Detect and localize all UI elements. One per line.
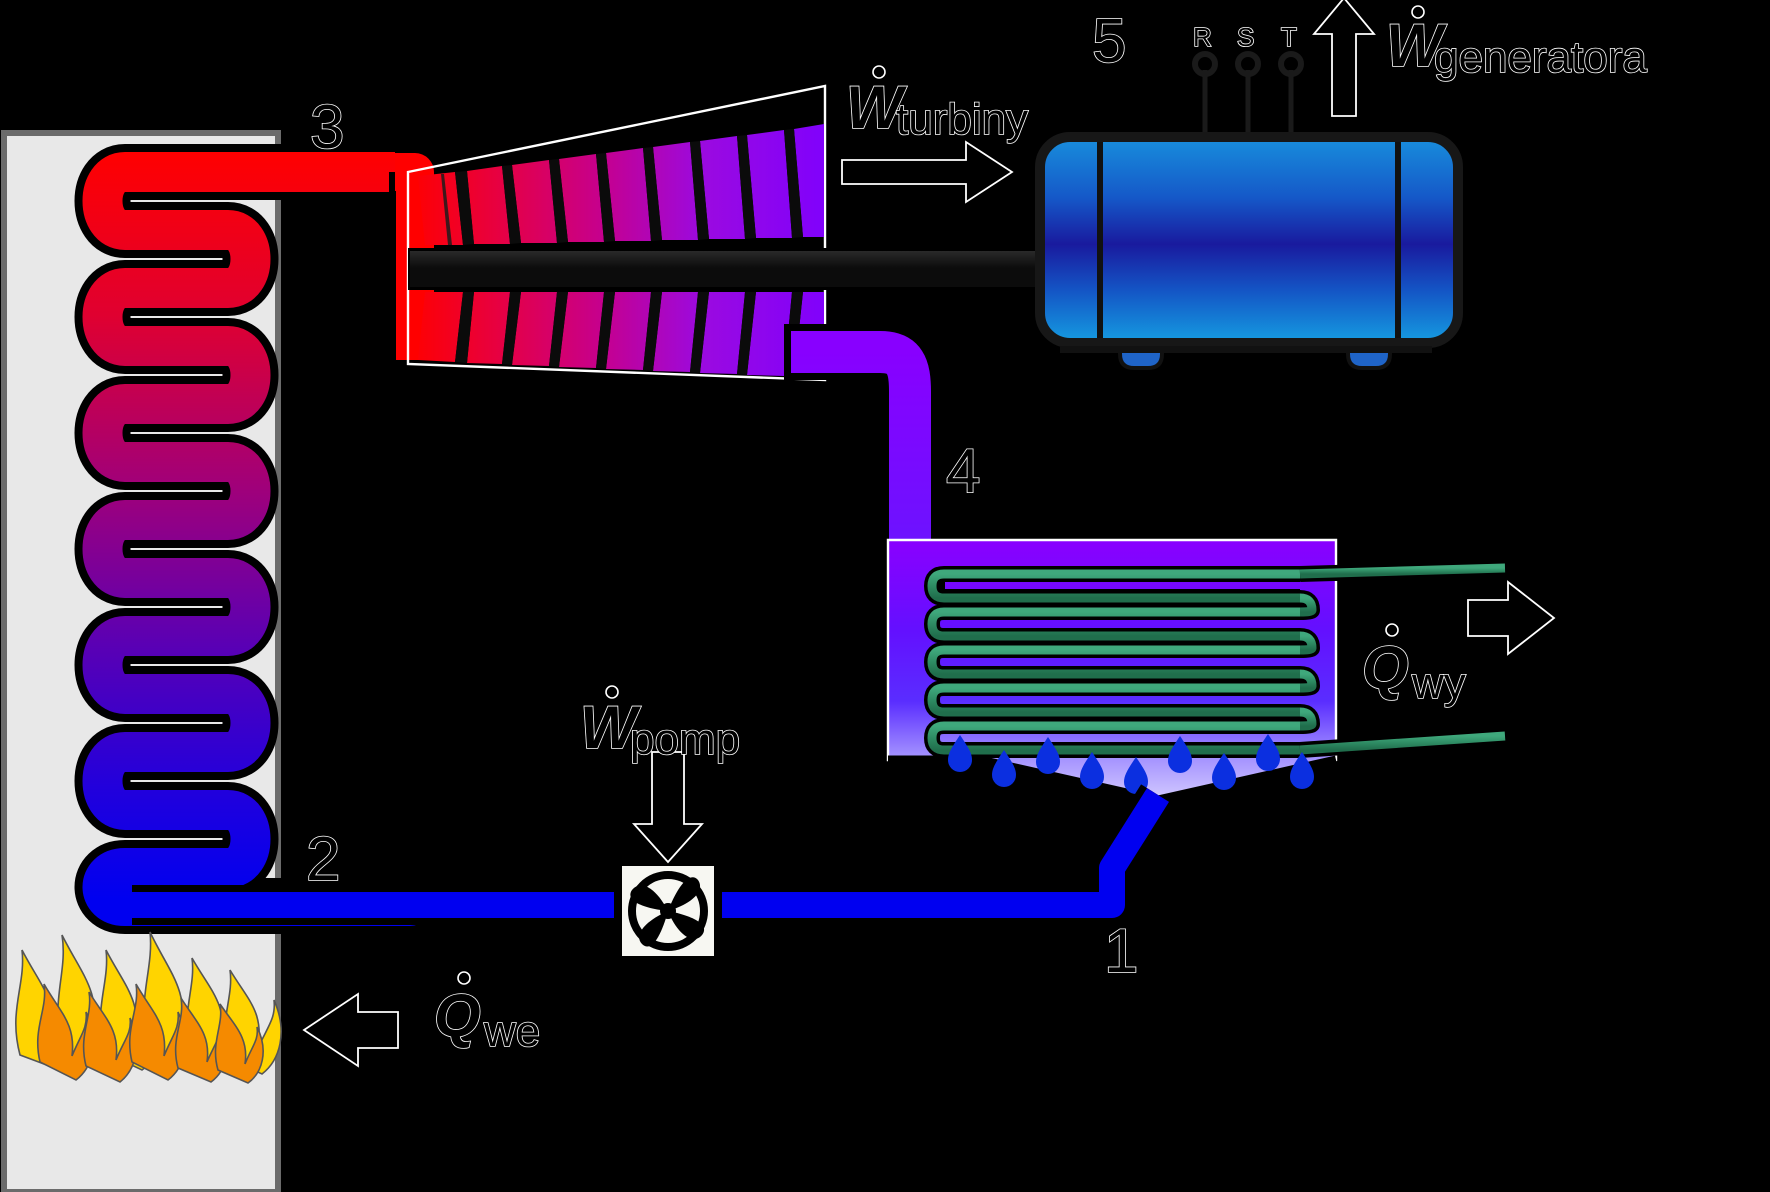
terminal-s-icon — [1235, 51, 1261, 77]
terminal-r-icon — [1192, 51, 1218, 77]
generator-work-arrow — [1312, 0, 1376, 117]
heat-out-arrow — [1467, 580, 1556, 656]
heat-in-arrow — [302, 992, 399, 1068]
generator-body — [1035, 132, 1463, 348]
w-turbiny-subscript: turbiny — [896, 95, 1028, 144]
boiler-pipe — [82, 152, 430, 926]
state-point-2: 2 — [306, 825, 340, 894]
terminal-label-t: T — [1281, 22, 1297, 52]
label-w-pomp: W pomp — [579, 685, 741, 765]
condenser-funnel — [888, 755, 1337, 805]
dot-accent-qwy — [1385, 623, 1399, 637]
condenser — [886, 538, 1512, 805]
terminal-t-icon — [1278, 51, 1304, 77]
label-w-turbiny: W turbiny — [845, 65, 1029, 145]
q-wy-symbol: Q — [1362, 634, 1409, 701]
generator-base — [1060, 346, 1432, 353]
q-we-symbol: Q — [434, 982, 481, 1049]
w-generatora-symbol: W — [1386, 12, 1447, 79]
generator — [1035, 51, 1463, 370]
fan-icon — [628, 871, 708, 951]
dot-accent-generator — [1411, 5, 1425, 19]
pipe-hot-steam — [389, 146, 441, 360]
turbine-blades-upper — [418, 124, 824, 245]
state-point-1: 1 — [1104, 917, 1138, 986]
w-generatora-subscript: generatora — [1434, 33, 1647, 82]
label-w-generatora: W generatora — [1385, 5, 1648, 83]
condensate-droplets — [948, 734, 1314, 794]
q-we-subscript: we — [483, 1007, 540, 1056]
turbine-blades-lower — [418, 292, 824, 378]
turbine-blade-gaps-upper — [455, 129, 803, 245]
state-point-4: 4 — [946, 437, 980, 506]
terminal-label-r: R — [1193, 22, 1212, 52]
dot-accent-qwe — [457, 971, 471, 985]
terminal-label-s: S — [1237, 22, 1254, 52]
q-wy-subscript: wy — [1411, 659, 1466, 708]
w-pomp-symbol: W — [580, 694, 641, 761]
cooling-water-outlet — [1299, 728, 1506, 758]
dot-accent-pump — [605, 685, 619, 699]
label-q-we: Q we — [433, 971, 541, 1057]
boiler — [1, 130, 438, 1192]
pipe-feedwater-from-condenser — [710, 784, 1175, 925]
pump[interactable] — [614, 858, 722, 964]
state-point-3: 3 — [310, 93, 344, 162]
pump-work-arrow — [631, 751, 705, 864]
turbine — [406, 84, 1058, 382]
w-turbiny-symbol: W — [846, 74, 907, 141]
condenser-cooling-tubes — [924, 560, 1512, 758]
state-point-5: 5 — [1092, 7, 1126, 76]
pipe-exhaust-steam — [784, 324, 938, 588]
furnace-flames — [15, 931, 282, 1084]
turbine-shaft — [410, 251, 1056, 287]
cooling-water-inlet — [1299, 560, 1506, 582]
w-pomp-subscript: pomp — [630, 715, 740, 764]
dot-accent-turbine — [872, 65, 886, 79]
label-q-wy: Q wy — [1361, 623, 1467, 709]
turbine-work-arrow — [841, 140, 1014, 204]
